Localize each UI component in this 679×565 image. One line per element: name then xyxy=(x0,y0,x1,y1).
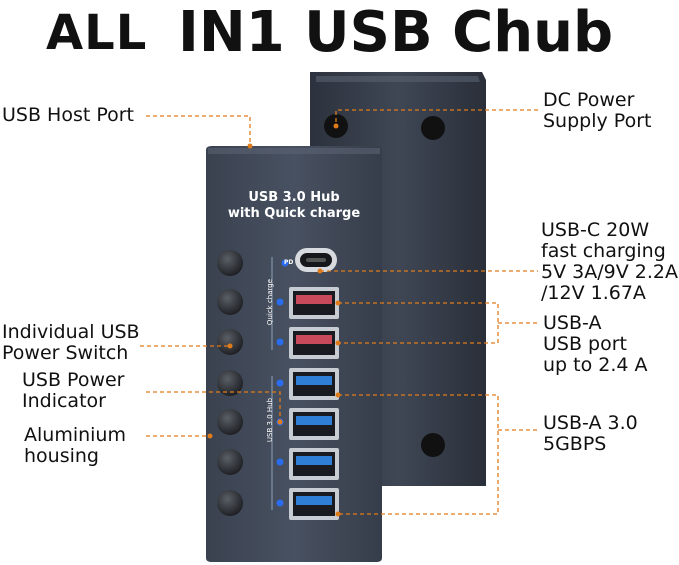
front-label-line2: with Quick charge xyxy=(227,206,361,221)
callout-line-host-port xyxy=(146,115,251,146)
label-dc-power: DC Power Supply Port xyxy=(543,89,652,132)
usb3-hub-label: USB 3.0 Hub xyxy=(266,397,274,443)
led-3 xyxy=(276,338,284,346)
power-switch-6[interactable] xyxy=(217,449,243,475)
usb-a-charge-port-1[interactable] xyxy=(289,287,339,319)
led-4 xyxy=(276,379,284,387)
power-switch-1[interactable] xyxy=(217,250,243,276)
usb-a-30-port-4[interactable] xyxy=(289,488,339,520)
pd-label: PD xyxy=(284,259,294,266)
led-1 xyxy=(281,259,289,267)
label-usb-a-30: USB-A 3.0 5GBPS xyxy=(543,412,638,455)
power-switch-4[interactable] xyxy=(217,370,243,396)
callout-line-usb-a-charge xyxy=(338,302,499,344)
led-6 xyxy=(276,458,284,466)
power-switch-2[interactable] xyxy=(217,289,243,315)
led-2 xyxy=(276,298,284,306)
front-label: USB 3.0 Hub with Quick charge xyxy=(210,190,378,222)
led-7 xyxy=(276,499,284,507)
label-power-switch: Individual USB Power Switch xyxy=(2,321,140,364)
power-switch-3[interactable] xyxy=(217,329,243,355)
title-part-all: ALL xyxy=(46,5,148,61)
title-part-main: IN1 USB Chub xyxy=(178,0,614,65)
usb-c-port[interactable] xyxy=(295,248,337,272)
callout-line-indicator xyxy=(146,391,281,422)
label-usb-a-charge: USB-A USB port up to 2.4 A xyxy=(543,312,648,376)
label-housing: Aluminium housing xyxy=(24,424,126,467)
back-top-edge xyxy=(316,76,480,82)
usb-a-30-port-3[interactable] xyxy=(289,448,339,480)
callout-line-usb-a-30 xyxy=(338,394,499,515)
front-top-edge xyxy=(208,148,380,154)
power-switch-5[interactable] xyxy=(217,409,243,435)
front-label-line1: USB 3.0 Hub xyxy=(248,190,340,205)
power-switch-7[interactable] xyxy=(217,490,243,516)
label-usb-c: USB-C 20W fast charging 5V 3A/9V 2.2A /1… xyxy=(541,219,678,304)
label-usb-host-port: USB Host Port xyxy=(2,104,135,126)
usb-a-30-port-1[interactable] xyxy=(289,368,339,400)
hub-front-view xyxy=(206,146,382,562)
callout-lines xyxy=(140,109,538,517)
quick-charge-label: Quick charge xyxy=(266,278,274,326)
usb-a-charge-port-2[interactable] xyxy=(289,327,339,359)
back-screw-top-right xyxy=(421,116,445,140)
usb-a-30-port-2[interactable] xyxy=(289,408,339,440)
power-switches xyxy=(217,250,243,516)
label-power-indicator: USB Power Indicator xyxy=(22,369,125,412)
callout-line-dc-power xyxy=(335,109,538,126)
back-screw-bottom-right xyxy=(421,433,445,457)
product-title: ALL IN1 USB Chub xyxy=(0,2,679,64)
power-indicators xyxy=(276,259,289,507)
